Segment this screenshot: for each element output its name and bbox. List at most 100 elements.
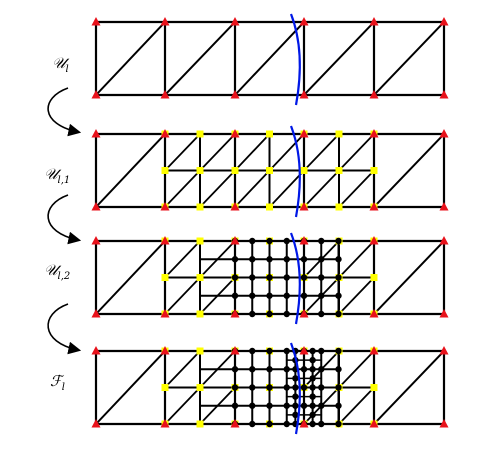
- black-node: [309, 356, 316, 364]
- arrow-ul1-to-ul2: [47, 194, 82, 245]
- yellow-node: [335, 167, 343, 174]
- black-node: [249, 310, 256, 318]
- red-node: [91, 346, 101, 355]
- red-node: [369, 236, 379, 245]
- black-node: [335, 292, 342, 299]
- black-node: [309, 366, 316, 373]
- red-node: [299, 17, 309, 26]
- black-node: [309, 402, 316, 409]
- interface-curve: [289, 13, 301, 106]
- red-node: [91, 129, 101, 138]
- refined-diagonal: [337, 349, 376, 389]
- yellow-node: [196, 237, 204, 245]
- cell-diagonal: [372, 132, 446, 209]
- refined-diagonal: [163, 132, 202, 172]
- yellow-node: [196, 130, 204, 138]
- refined-diagonal: [302, 169, 341, 209]
- black-node: [231, 292, 239, 299]
- red-node: [91, 309, 101, 318]
- yellow-node: [300, 167, 308, 174]
- cell-diagonal: [94, 349, 167, 426]
- black-node: [266, 366, 273, 373]
- black-node: [249, 256, 256, 263]
- red-node: [299, 202, 309, 211]
- mesh-panel-2: [91, 125, 449, 218]
- red-node: [369, 90, 379, 99]
- black-node: [335, 310, 342, 318]
- refined-diagonal: [268, 169, 306, 209]
- red-node: [369, 309, 379, 318]
- black-node: [266, 347, 273, 355]
- black-node: [335, 384, 342, 391]
- red-node: [230, 236, 240, 245]
- red-node: [160, 309, 170, 318]
- mesh-panel-4: [91, 342, 449, 435]
- black-node: [266, 274, 273, 281]
- red-node: [299, 236, 309, 245]
- black-node: [231, 274, 239, 281]
- black-node: [309, 420, 316, 428]
- yellow-node: [335, 203, 343, 211]
- black-node: [318, 292, 325, 299]
- cell-diagonal: [302, 20, 376, 97]
- black-node: [266, 237, 273, 245]
- refined-diagonal: [233, 132, 271, 172]
- red-node: [439, 202, 449, 211]
- yellow-node: [196, 384, 204, 391]
- refined-diagonal: [337, 239, 376, 279]
- red-node: [91, 236, 101, 245]
- refined-diagonal: [268, 132, 306, 172]
- red-node: [91, 419, 101, 428]
- black-node: [266, 384, 273, 391]
- black-node: [283, 274, 290, 281]
- black-node: [231, 402, 239, 409]
- mesh-panel-3: [91, 232, 449, 325]
- red-node: [439, 309, 449, 318]
- black-node: [249, 384, 256, 391]
- yellow-node: [335, 130, 343, 138]
- black-node: [318, 310, 325, 318]
- yellow-node: [196, 274, 204, 281]
- refined-diagonal: [163, 349, 202, 389]
- black-node: [283, 237, 290, 245]
- red-node: [369, 202, 379, 211]
- yellow-node: [196, 420, 204, 428]
- red-node: [160, 90, 170, 99]
- yellow-node: [370, 274, 378, 281]
- red-node: [230, 17, 240, 26]
- red-node: [230, 419, 240, 428]
- black-node: [309, 384, 316, 391]
- yellow-node: [196, 203, 204, 211]
- interface-curve: [289, 232, 301, 325]
- yellow-node: [370, 167, 378, 174]
- red-node: [160, 17, 170, 26]
- refined-diagonal: [163, 169, 202, 209]
- cell-diagonal: [163, 20, 237, 97]
- red-node: [439, 129, 449, 138]
- black-node: [249, 237, 256, 245]
- black-node: [249, 292, 256, 299]
- red-node: [299, 309, 309, 318]
- interface-curve: [289, 125, 301, 218]
- black-node: [266, 256, 273, 263]
- refined-diagonal: [337, 132, 376, 172]
- refined-diagonal: [198, 169, 237, 209]
- black-node: [283, 310, 290, 318]
- yellow-node: [161, 167, 169, 174]
- mesh-panel-1: [91, 13, 449, 106]
- red-node: [299, 419, 309, 428]
- red-node: [299, 129, 309, 138]
- yellow-node: [196, 347, 204, 355]
- red-node: [439, 346, 449, 355]
- cell-diagonal: [372, 349, 446, 426]
- black-node: [309, 375, 316, 382]
- red-node: [299, 346, 309, 355]
- black-node: [266, 292, 273, 299]
- black-node: [335, 274, 342, 281]
- red-node: [160, 129, 170, 138]
- yellow-node: [161, 384, 169, 391]
- black-node: [292, 402, 299, 409]
- red-node: [230, 129, 240, 138]
- yellow-node: [266, 130, 273, 138]
